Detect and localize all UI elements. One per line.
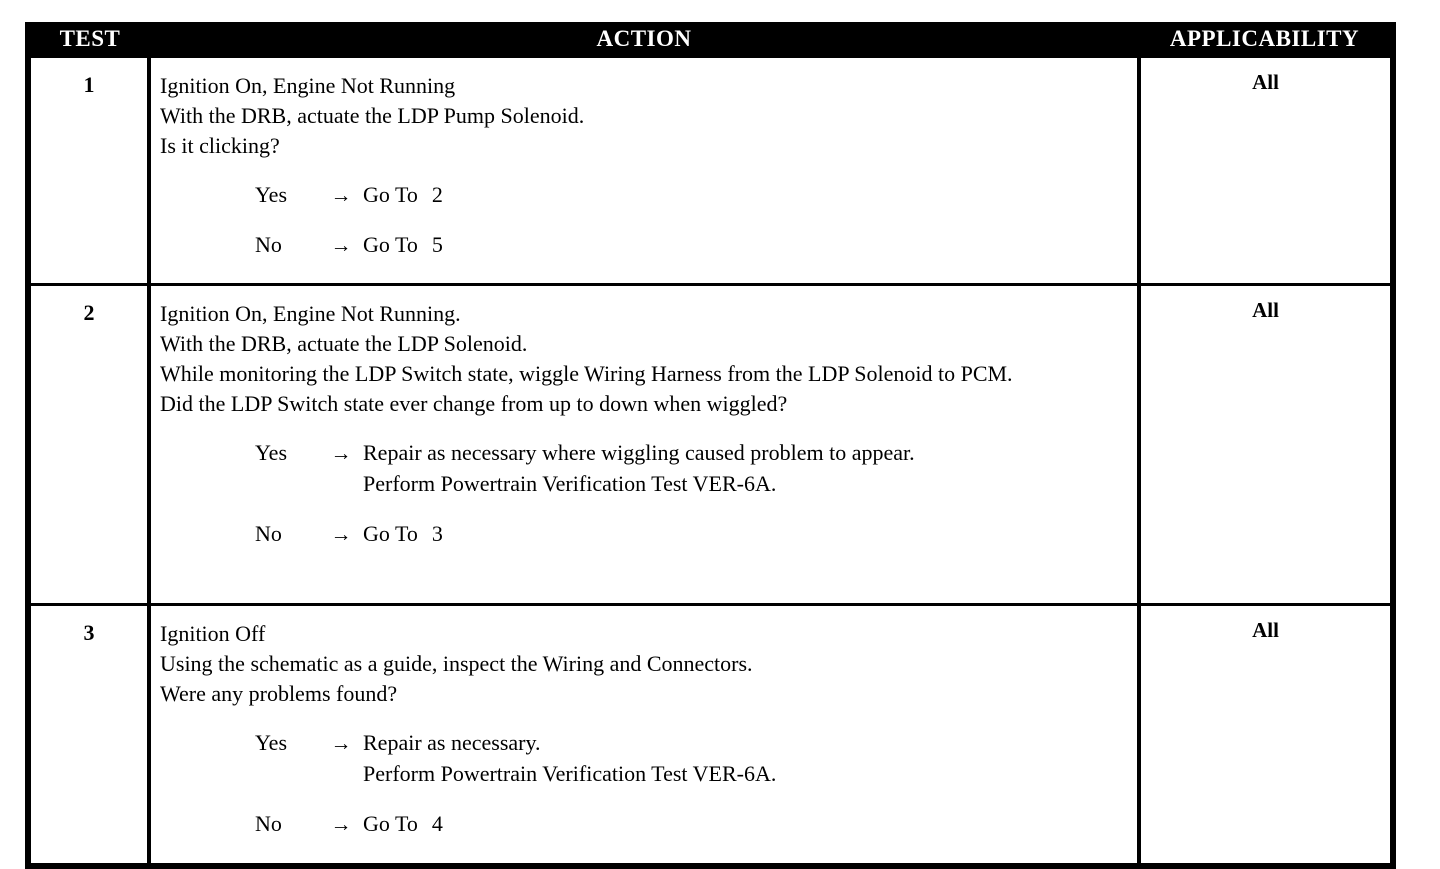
action-statement: Did the LDP Switch state ever change fro…: [160, 391, 788, 416]
branch-line: Perform Powertrain Verification Test VER…: [363, 469, 1127, 499]
table-header: TEST ACTION APPLICABILITY: [28, 22, 1393, 58]
action-statement: Ignition On, Engine Not Running.: [160, 301, 461, 326]
branch-body: Repair as necessary. Perform Powertrain V…: [363, 728, 1127, 789]
table-header-row: TEST ACTION APPLICABILITY: [28, 22, 1393, 58]
action-statement: Were any problems found?: [160, 681, 398, 706]
branch-line: Go To 3: [363, 519, 1127, 549]
branch-line: Go To 4: [363, 809, 1127, 839]
branch-list: Yes → Repair as necessary. Perform Powertra…: [160, 728, 1127, 839]
branch-label: Yes: [255, 440, 288, 465]
action-cell: Ignition On, Engine Not Running. With the…: [149, 283, 1141, 605]
goto-step-number: 5: [431, 232, 443, 257]
action-statement: Ignition Off: [160, 621, 266, 646]
test-number-cell: 3: [28, 603, 151, 866]
test-number-cell: 2: [28, 283, 151, 605]
branch-label: No: [255, 811, 282, 836]
action-statement: With the DRB, actuate the LDP Solenoid.: [160, 331, 528, 356]
goto-step-number: 2: [431, 182, 443, 207]
branch-line-text: Go To: [363, 811, 418, 836]
table-row: 2 Ignition On, Engine Not Running. With th…: [28, 283, 1393, 605]
branch-label: Yes: [255, 182, 288, 207]
action-statement: Ignition On, Engine Not Running: [160, 73, 456, 98]
column-header-applicability: APPLICABILITY: [1139, 22, 1393, 58]
right-arrow-icon: →: [330, 812, 352, 836]
right-arrow-icon: →: [330, 522, 352, 546]
branch-line: Go To 2: [363, 180, 1127, 210]
goto-step-number: 4: [431, 811, 443, 836]
action-statement: Using the schematic as a guide, inspect …: [160, 651, 753, 676]
branch-line: Perform Powertrain Verification Test VER…: [363, 759, 1127, 789]
action-statement: While monitoring the LDP Switch state, w…: [160, 361, 1013, 386]
branch-label: Yes: [255, 730, 288, 755]
branch-line-text: Go To: [363, 182, 418, 207]
branch-row: No → Go To 5: [160, 230, 1127, 260]
branch-line-text: Perform Powertrain Verification Test VER…: [363, 761, 777, 786]
branch-line-text: Go To: [363, 521, 418, 546]
branch-body: Go To 5: [363, 230, 1127, 260]
branch-body: Go To 3: [363, 519, 1127, 549]
branch-line-text: Repair as necessary where wiggling cause…: [363, 440, 915, 465]
applicability-cell: All: [1139, 603, 1393, 866]
branch-label: No: [255, 521, 282, 546]
goto-step-number: 3: [431, 521, 443, 546]
applicability-cell: All: [1139, 283, 1393, 605]
branch-line-text: Repair as necessary.: [363, 730, 541, 755]
column-header-action: ACTION: [149, 22, 1139, 58]
branch-body: Go To 2: [363, 180, 1127, 210]
applicability-cell: All: [1139, 58, 1393, 285]
branch-line: Repair as necessary where wiggling cause…: [363, 438, 1127, 468]
right-arrow-icon: →: [330, 441, 352, 465]
right-arrow-icon: →: [330, 233, 352, 257]
test-number-cell: 1: [28, 58, 151, 285]
action-statement: Is it clicking?: [160, 133, 280, 158]
branch-list: Yes → Repair as necessary where wiggling c…: [160, 438, 1127, 549]
branch-body: Go To 4: [363, 809, 1127, 839]
branch-body: Repair as necessary where wiggling cause…: [363, 438, 1127, 499]
right-arrow-icon: →: [330, 183, 352, 207]
branch-line: Go To 5: [363, 230, 1127, 260]
branch-row: Yes → Repair as necessary. Perform Powertra…: [160, 728, 1127, 789]
branch-label: No: [255, 232, 282, 257]
action-statement: With the DRB, actuate the LDP Pump Solen…: [160, 103, 585, 128]
branch-line-text: Go To: [363, 232, 418, 257]
branch-row: Yes → Repair as necessary where wiggling c…: [160, 438, 1127, 499]
branch-row: No → Go To 4: [160, 809, 1127, 839]
branch-row: No → Go To 3: [160, 519, 1127, 549]
right-arrow-icon: →: [330, 731, 352, 755]
column-header-test: TEST: [28, 22, 149, 58]
branch-line-text: Perform Powertrain Verification Test VER…: [363, 471, 777, 496]
branch-row: Yes → Go To 2: [160, 180, 1127, 210]
branch-line: Repair as necessary.: [363, 728, 1127, 758]
